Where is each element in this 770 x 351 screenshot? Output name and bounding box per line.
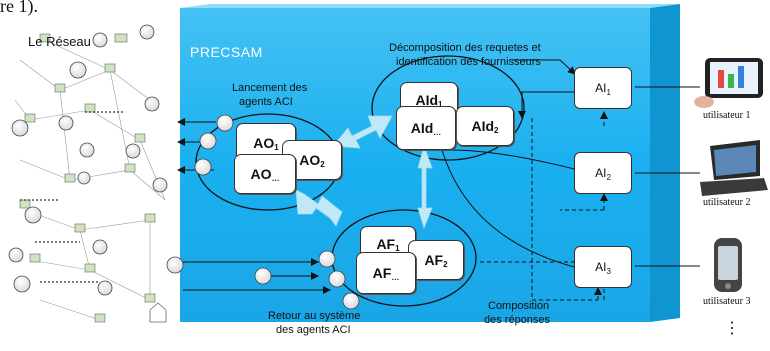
system-title: PRECSAM (190, 44, 263, 60)
panel-smileys (194, 114, 360, 310)
decomposition-caption-line1: Décomposition des requetes et (389, 42, 541, 54)
user-1-label: utilisateur 1 (703, 110, 751, 121)
return-caption-line1: Retour au système (268, 310, 361, 322)
user-3-label: utilisateur 3 (703, 296, 751, 307)
ai-connectors (441, 59, 700, 269)
return-caption-line2: des agents ACI (276, 324, 351, 336)
agent-aid-n: AId… (396, 106, 456, 150)
dashed-connectors (480, 111, 608, 301)
network-label: Le Réseau (28, 34, 91, 49)
more-users-ellipsis: ⋮ (724, 320, 740, 337)
agent-ao-n: AO… (234, 154, 296, 194)
network-smileys (8, 24, 184, 296)
network-nodes (19, 33, 156, 323)
laptop-icon (700, 140, 768, 196)
composition-caption-line2: des réponses (484, 314, 551, 326)
launch-caption-line1: Lancement des (232, 82, 308, 94)
exchange-arrows (295, 115, 433, 230)
launch-caption-line2: agents ACI (239, 96, 293, 108)
house-icon (149, 302, 167, 323)
composition-caption-line1: Composition (488, 300, 550, 312)
return-arrows (183, 258, 331, 294)
user-2-label: utilisateur 2 (703, 197, 751, 208)
phone-icon (714, 238, 742, 292)
tablet-icon (694, 58, 763, 108)
agent-af-n: AF… (356, 252, 416, 294)
decomposition-caption-line2: identification des fournisseurs (396, 56, 541, 68)
network-dashes (20, 111, 125, 283)
caption-fragment: re 1). (0, 0, 38, 16)
